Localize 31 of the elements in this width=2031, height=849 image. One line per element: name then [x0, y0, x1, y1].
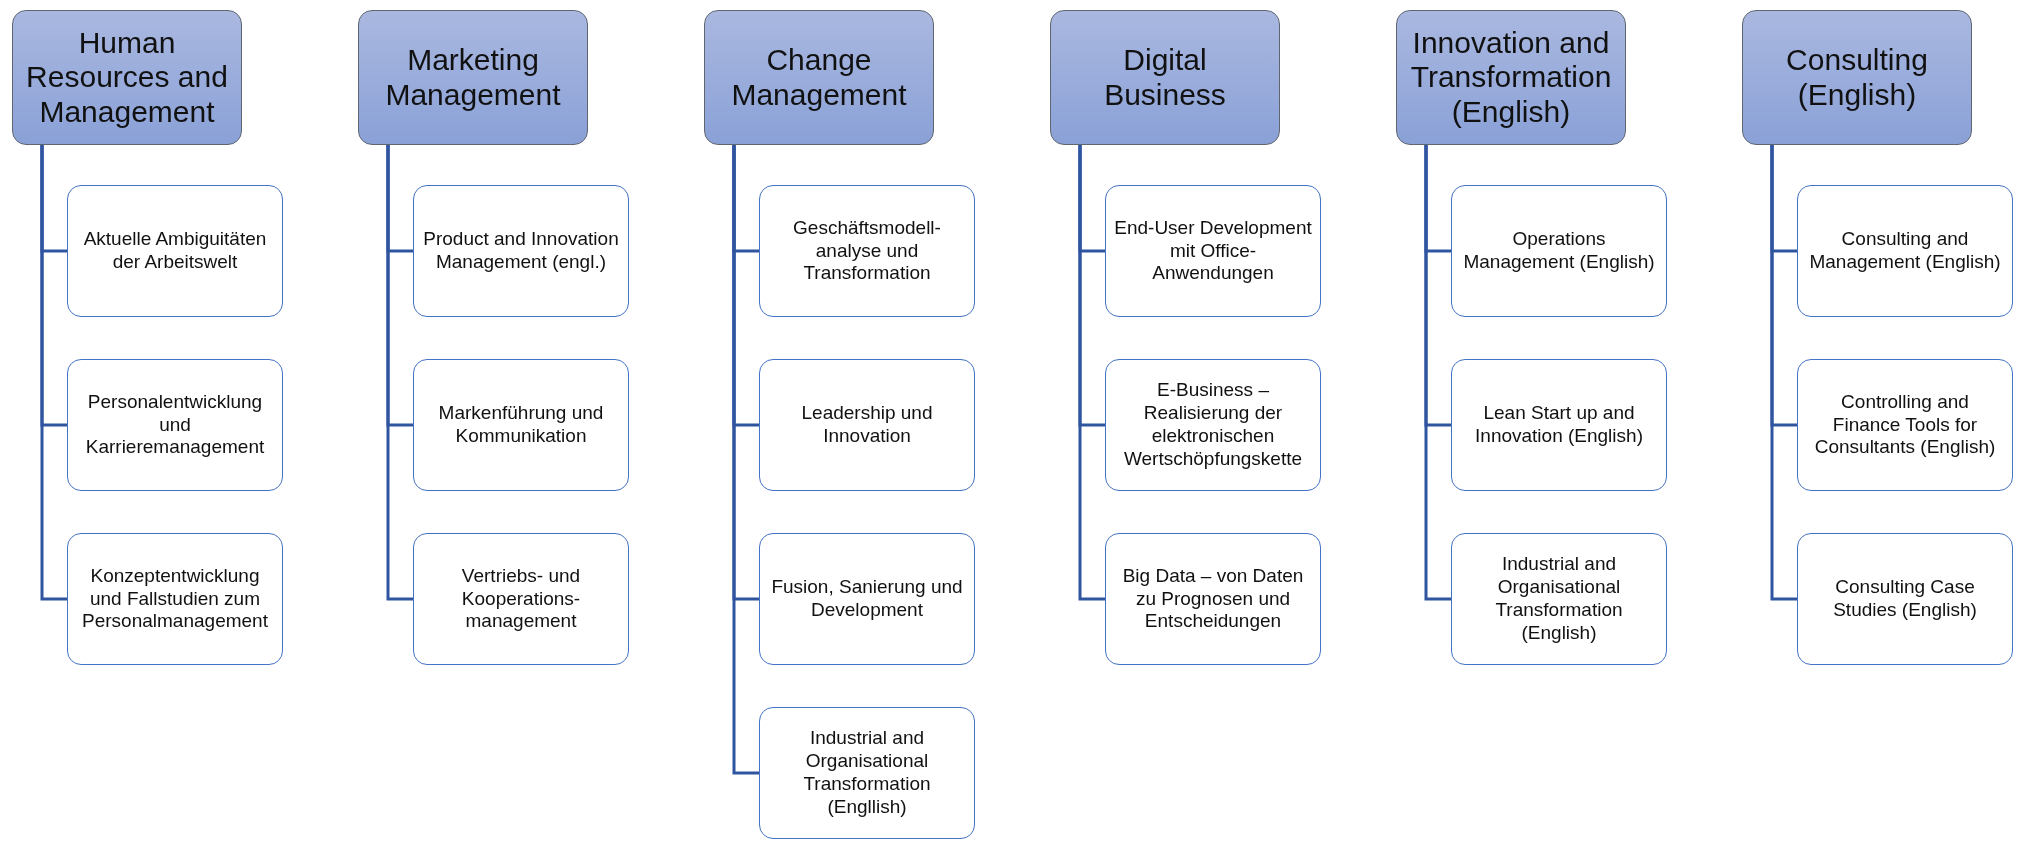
- category-header-box: Human Resources and Management: [12, 10, 242, 145]
- course-box: Vertriebs- und Kooperations-management: [413, 533, 629, 665]
- course-box: End-User Development mit Office-Anwendungen: [1105, 185, 1321, 317]
- course-box: Leadership und Innovation: [759, 359, 975, 491]
- course-box: Markenführung und Kommunikation: [413, 359, 629, 491]
- course-box: Aktuelle Ambiguitäten der Arbeitswelt: [67, 185, 283, 317]
- course-box: Konzeptentwicklung und Fallstudien zum Personalmanagement: [67, 533, 283, 665]
- connector-line: [386, 145, 413, 601]
- course-box: Industrial and Organisational Transformation (English): [1451, 533, 1667, 665]
- category-header-box: Consulting (English): [1742, 10, 1972, 145]
- course-box: E-Business – Realisierung der elektronischen Wertschöpfungskette: [1105, 359, 1321, 491]
- course-box: Fusion, Sanierung und Development: [759, 533, 975, 665]
- category-header-box: Marketing Management: [358, 10, 588, 145]
- connector-line: [732, 145, 759, 775]
- course-box: Consulting and Management (English): [1797, 185, 2013, 317]
- connector-line: [1770, 145, 1797, 601]
- course-box: Big Data – von Daten zu Prognosen und Entscheidungen: [1105, 533, 1321, 665]
- connector-line: [1078, 145, 1105, 601]
- course-box: Industrial and Organisational Transformation (Engllish): [759, 707, 975, 839]
- category-header-box: Change Management: [704, 10, 934, 145]
- course-box: Product and Innovation Management (engl.): [413, 185, 629, 317]
- course-box: Consulting Case Studies (English): [1797, 533, 2013, 665]
- course-box: Controlling and Finance Tools for Consultants (English): [1797, 359, 2013, 491]
- connector-line: [40, 145, 67, 601]
- category-header-box: Digital Business: [1050, 10, 1280, 145]
- connector-line: [1424, 145, 1451, 601]
- course-box: Geschäftsmodell-analyse und Transformation: [759, 185, 975, 317]
- category-header-box: Innovation and Transformation (English): [1396, 10, 1626, 145]
- course-box: Operations Management (English): [1451, 185, 1667, 317]
- course-box: Lean Start up and Innovation (English): [1451, 359, 1667, 491]
- course-box: Personalentwicklung und Karrieremanagement: [67, 359, 283, 491]
